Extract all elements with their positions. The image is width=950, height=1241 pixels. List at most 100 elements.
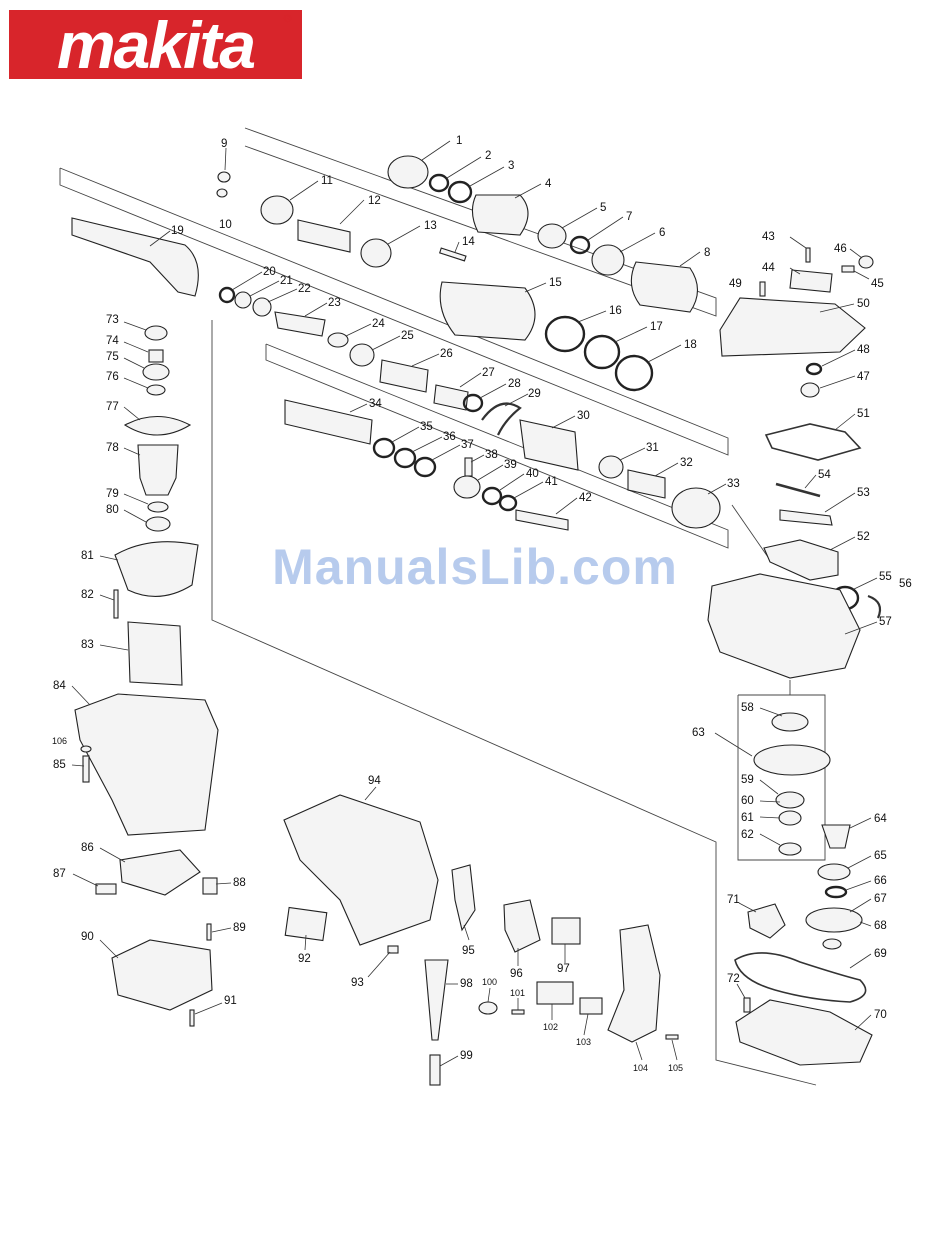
part-number-98: 98 bbox=[460, 978, 473, 990]
part-95-trigger bbox=[451, 864, 476, 932]
leader-64 bbox=[849, 817, 872, 829]
part-number-105: 105 bbox=[668, 1063, 683, 1073]
part-100-clamp bbox=[478, 1001, 498, 1015]
part-number-80: 80 bbox=[106, 504, 119, 516]
leader-91 bbox=[194, 1002, 223, 1015]
leader-105 bbox=[671, 1039, 678, 1061]
part-80-bearing bbox=[145, 516, 171, 532]
part-number-14: 14 bbox=[462, 236, 475, 248]
leader-19 bbox=[149, 230, 171, 247]
part-15-housing bbox=[439, 281, 536, 341]
part-42-rod bbox=[515, 509, 569, 531]
leader-lines bbox=[71, 140, 878, 1067]
part-62-washer bbox=[778, 842, 802, 856]
part-37-ring bbox=[413, 456, 437, 478]
part-number-24: 24 bbox=[372, 318, 385, 330]
part-number-46: 46 bbox=[834, 243, 847, 255]
leader-66 bbox=[845, 880, 872, 891]
part-number-97: 97 bbox=[557, 963, 570, 975]
part-44-lever bbox=[789, 269, 833, 293]
leader-60 bbox=[759, 800, 781, 803]
part-84-motor-housing bbox=[74, 693, 219, 836]
part-16-gasket bbox=[544, 315, 586, 353]
part-23-spindle bbox=[274, 311, 326, 337]
part-number-79: 79 bbox=[106, 488, 119, 500]
part-65-bearing bbox=[817, 863, 851, 881]
leader-20 bbox=[231, 271, 263, 291]
leader-74 bbox=[123, 341, 149, 353]
part-number-85: 85 bbox=[53, 759, 66, 771]
part-72-spring bbox=[743, 997, 751, 1013]
part-101-screw bbox=[511, 1009, 525, 1015]
part-number-82: 82 bbox=[81, 589, 94, 601]
part-number-91: 91 bbox=[224, 995, 237, 1007]
leader-36 bbox=[411, 436, 443, 453]
part-number-37: 37 bbox=[461, 439, 474, 451]
leader-85 bbox=[71, 764, 85, 767]
part-35-ring bbox=[372, 437, 396, 459]
leader-42 bbox=[555, 497, 578, 515]
part-21-ring bbox=[234, 291, 252, 309]
leader-80 bbox=[123, 509, 147, 523]
leader-79 bbox=[123, 493, 149, 505]
part-number-20: 20 bbox=[263, 266, 276, 278]
part-number-13: 13 bbox=[424, 220, 437, 232]
part-51-gasket bbox=[764, 423, 862, 461]
leader-92 bbox=[304, 934, 307, 951]
part-69-gasket bbox=[734, 952, 867, 1003]
part-number-53: 53 bbox=[857, 487, 870, 499]
leader-58 bbox=[759, 707, 783, 717]
part-number-75: 75 bbox=[106, 351, 119, 363]
part-87-brush bbox=[95, 883, 117, 895]
leader-27 bbox=[459, 372, 482, 388]
part-number-93: 93 bbox=[351, 977, 364, 989]
part-number-27: 27 bbox=[482, 367, 495, 379]
part-48-o-ring bbox=[805, 362, 823, 376]
part-number-11: 11 bbox=[321, 175, 333, 187]
part-number-9: 9 bbox=[221, 138, 227, 150]
part-25-ring bbox=[349, 343, 375, 367]
part-7-ring bbox=[569, 235, 591, 255]
part-75-bearing bbox=[142, 363, 170, 381]
part-number-47: 47 bbox=[857, 371, 870, 383]
leader-70 bbox=[854, 1014, 872, 1031]
leader-95 bbox=[463, 924, 470, 941]
part-64-pinion bbox=[821, 824, 851, 849]
part-number-106: 106 bbox=[52, 736, 67, 746]
leader-16 bbox=[577, 310, 607, 323]
part-31-ring bbox=[598, 455, 624, 479]
part-number-43: 43 bbox=[762, 231, 775, 243]
part-number-95: 95 bbox=[462, 945, 475, 957]
part-number-89: 89 bbox=[233, 922, 246, 934]
part-58-bearing bbox=[771, 712, 809, 732]
part-number-34: 34 bbox=[369, 398, 382, 410]
frame-barrel-group bbox=[59, 167, 729, 456]
part-103-capacitor bbox=[579, 997, 603, 1015]
part-40-ring bbox=[481, 486, 503, 506]
part-number-29: 29 bbox=[528, 388, 541, 400]
leader-40 bbox=[499, 473, 525, 491]
part-89-screw bbox=[206, 923, 212, 941]
leader-22 bbox=[267, 288, 298, 303]
part-number-62: 62 bbox=[741, 829, 754, 841]
leader-73 bbox=[123, 321, 147, 331]
part-number-100: 100 bbox=[482, 977, 497, 987]
part-45-spring bbox=[841, 265, 855, 273]
part-number-8: 8 bbox=[704, 247, 710, 259]
leader-7 bbox=[587, 216, 624, 241]
part-71-lever bbox=[747, 903, 786, 939]
part-number-36: 36 bbox=[443, 431, 456, 443]
part-number-59: 59 bbox=[741, 774, 754, 786]
part-number-41: 41 bbox=[545, 476, 558, 488]
part-number-96: 96 bbox=[510, 968, 523, 980]
leader-18 bbox=[647, 344, 682, 363]
part-number-67: 67 bbox=[874, 893, 887, 905]
part-61-spring bbox=[778, 810, 802, 826]
part-number-61: 61 bbox=[741, 812, 754, 824]
leader-25 bbox=[371, 335, 401, 351]
part-47-cap bbox=[800, 382, 820, 398]
leader-2 bbox=[446, 156, 482, 179]
part-59-gear bbox=[753, 744, 831, 776]
part-number-73: 73 bbox=[106, 314, 119, 326]
leader-6 bbox=[619, 232, 656, 253]
